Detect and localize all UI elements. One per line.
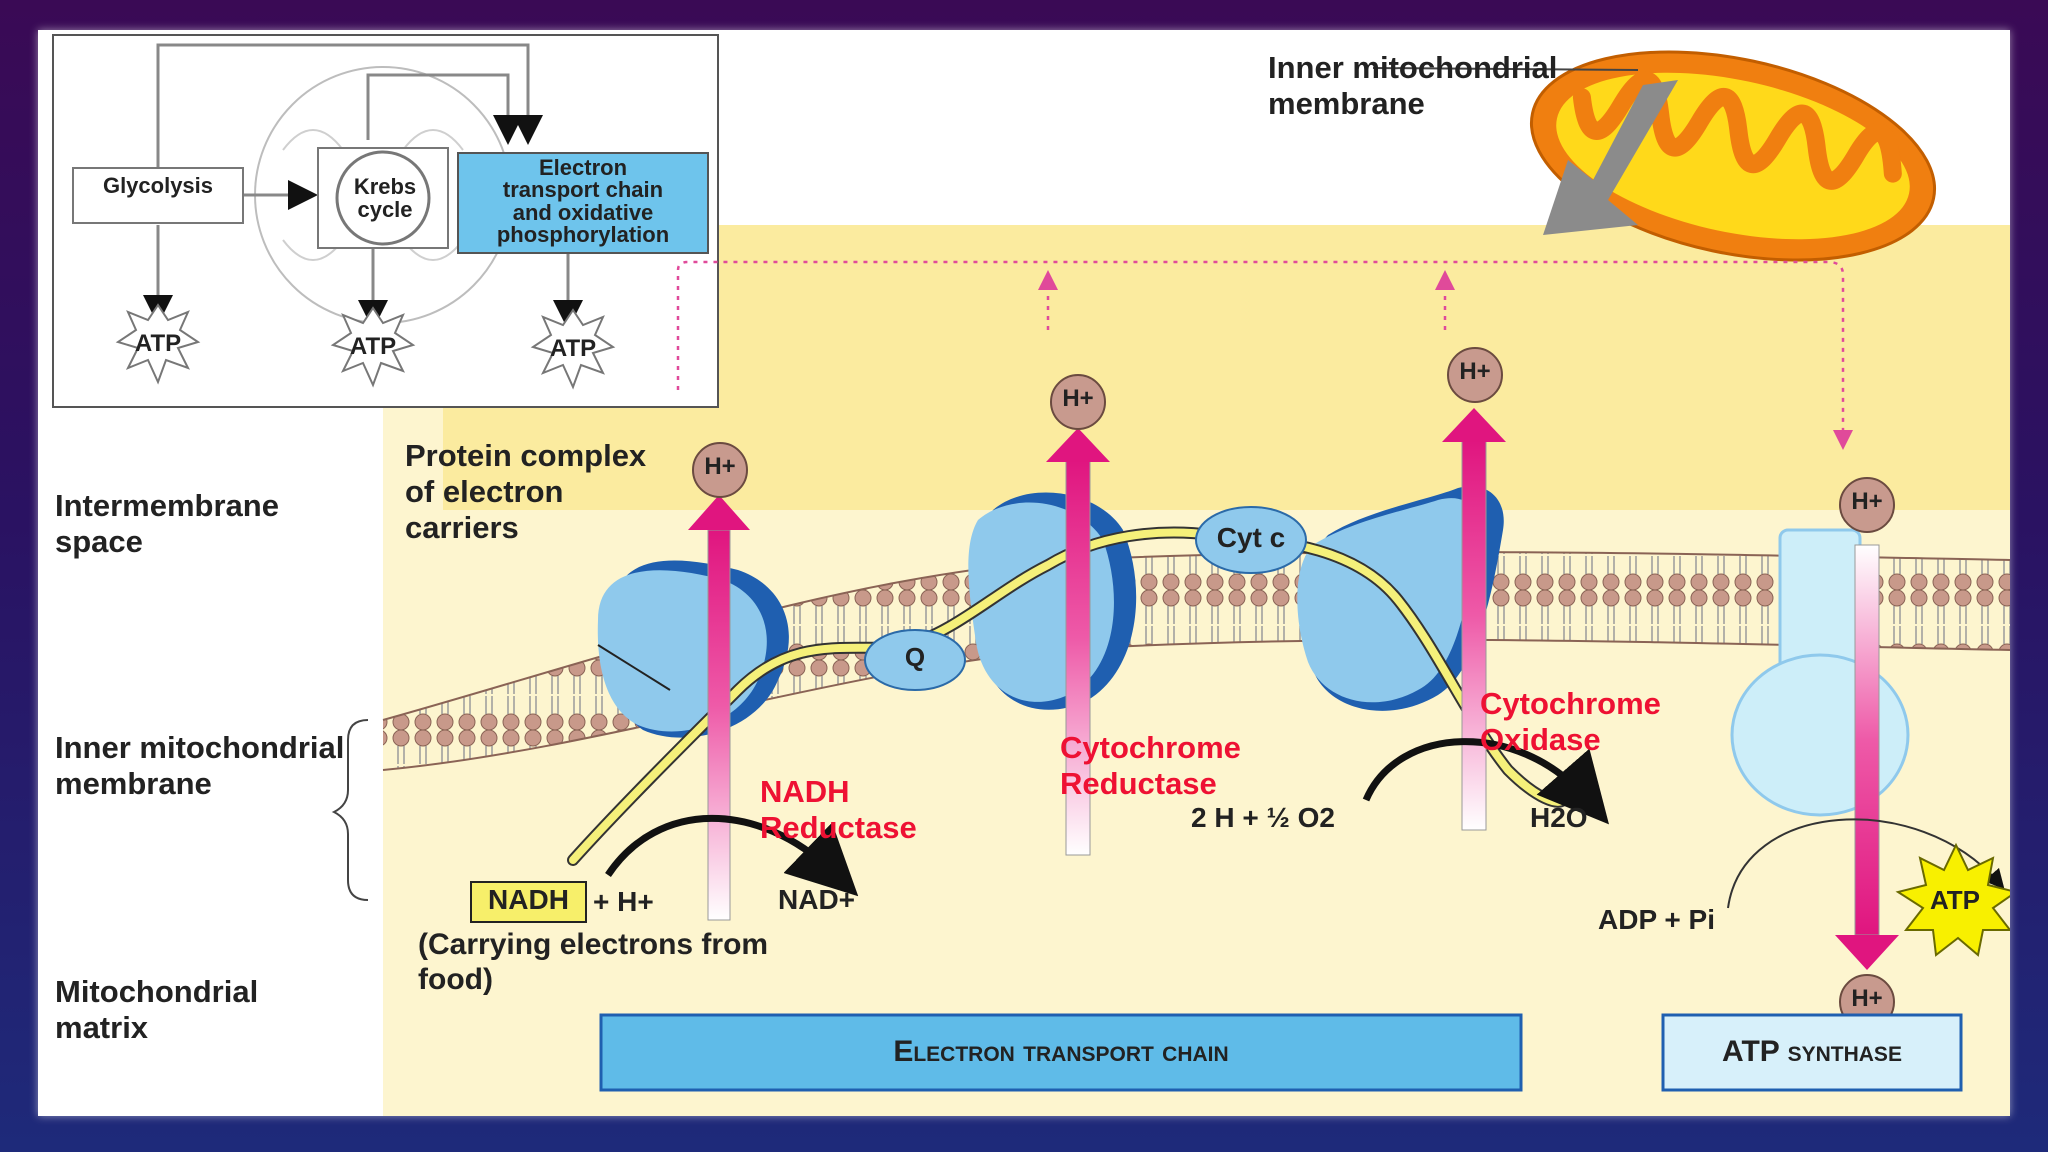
inset-atp-krebs: ATP (349, 333, 397, 360)
q-label: Q (904, 642, 926, 672)
oxygen-reactants-label: 2 H + ½ O2 (1191, 802, 1335, 833)
nadh-reductase-label: NADH Reductase (760, 774, 917, 845)
matrix-label: Mitochondrial matrix (55, 974, 259, 1045)
ubiquinone-shuttle (864, 629, 966, 691)
proton-label: H+ (704, 453, 736, 480)
krebs-line-1: Krebs (353, 174, 417, 199)
pathway-inset (52, 34, 719, 408)
atp-product-label: ATP (1929, 885, 1981, 915)
etc-line-3: and oxidative (512, 199, 654, 225)
inner-membrane-label: Inner mitochondrial membrane (55, 730, 345, 801)
proton-label: H+ (1459, 358, 1491, 385)
glycolysis-label: Glycolysis (102, 173, 214, 198)
nad-plus-label: NAD+ (778, 884, 856, 915)
inner-membrane-callout: Inner mitochondrial membrane (1268, 50, 1558, 121)
slide-frame: Glycolysis Krebs cycle Electron transpor… (38, 30, 2010, 1116)
nadh-plus-h-label: + H+ (593, 886, 654, 917)
etc-line-2: transport chain (502, 177, 664, 203)
krebs-line-2: cycle (357, 197, 413, 223)
etc-line-4: phosphorylation (496, 222, 670, 248)
electron-transport-diagram (52, 34, 2010, 1116)
adp-pi-label: ADP + Pi (1598, 904, 1715, 935)
atp-starburst (1895, 842, 2010, 957)
atp-synthase-bar (1661, 1013, 1963, 1092)
proton-label: H+ (1062, 385, 1094, 412)
etc-bar-label: Electron transport chain (893, 1035, 1229, 1068)
intermembrane-space-label: Intermembrane space (55, 488, 279, 559)
etc-line-1: Electron (538, 155, 628, 180)
inset-atp-etc: ATP (549, 335, 597, 362)
krebs-cycle-label: Krebs cycle (335, 175, 435, 221)
carrying-electrons-label: (Carrying electrons from food) (418, 928, 769, 996)
proton-flow-path (676, 260, 1853, 450)
proton-label: H+ (1851, 488, 1883, 515)
inset-atp-glycolysis: ATP (134, 330, 182, 357)
proton-arrows (688, 408, 1899, 970)
proton-balls (692, 347, 1895, 1030)
water-label: H2O (1530, 802, 1588, 833)
nadh-highlight (470, 881, 587, 923)
etc-bar (599, 1013, 1523, 1092)
nadh-label: NADH (488, 884, 569, 915)
etc-oxphos-label: Electron transport chain and oxidative p… (458, 155, 708, 248)
cytochrome-oxidase-label: Cytochrome Oxidase (1480, 686, 1661, 757)
mitochondrion-illustration (1372, 50, 1937, 262)
cytochrome-reductase-label: Cytochrome Reductase (1060, 730, 1241, 801)
atp-synthase-bar-label: ATP synthase (1722, 1035, 1902, 1068)
proton-label: H+ (1851, 985, 1883, 1012)
protein-complex-callout: Protein complex of electron carriers (405, 438, 647, 545)
cyt-c-label: Cyt c (1216, 522, 1286, 553)
cytochrome-c-shuttle (1195, 506, 1307, 574)
